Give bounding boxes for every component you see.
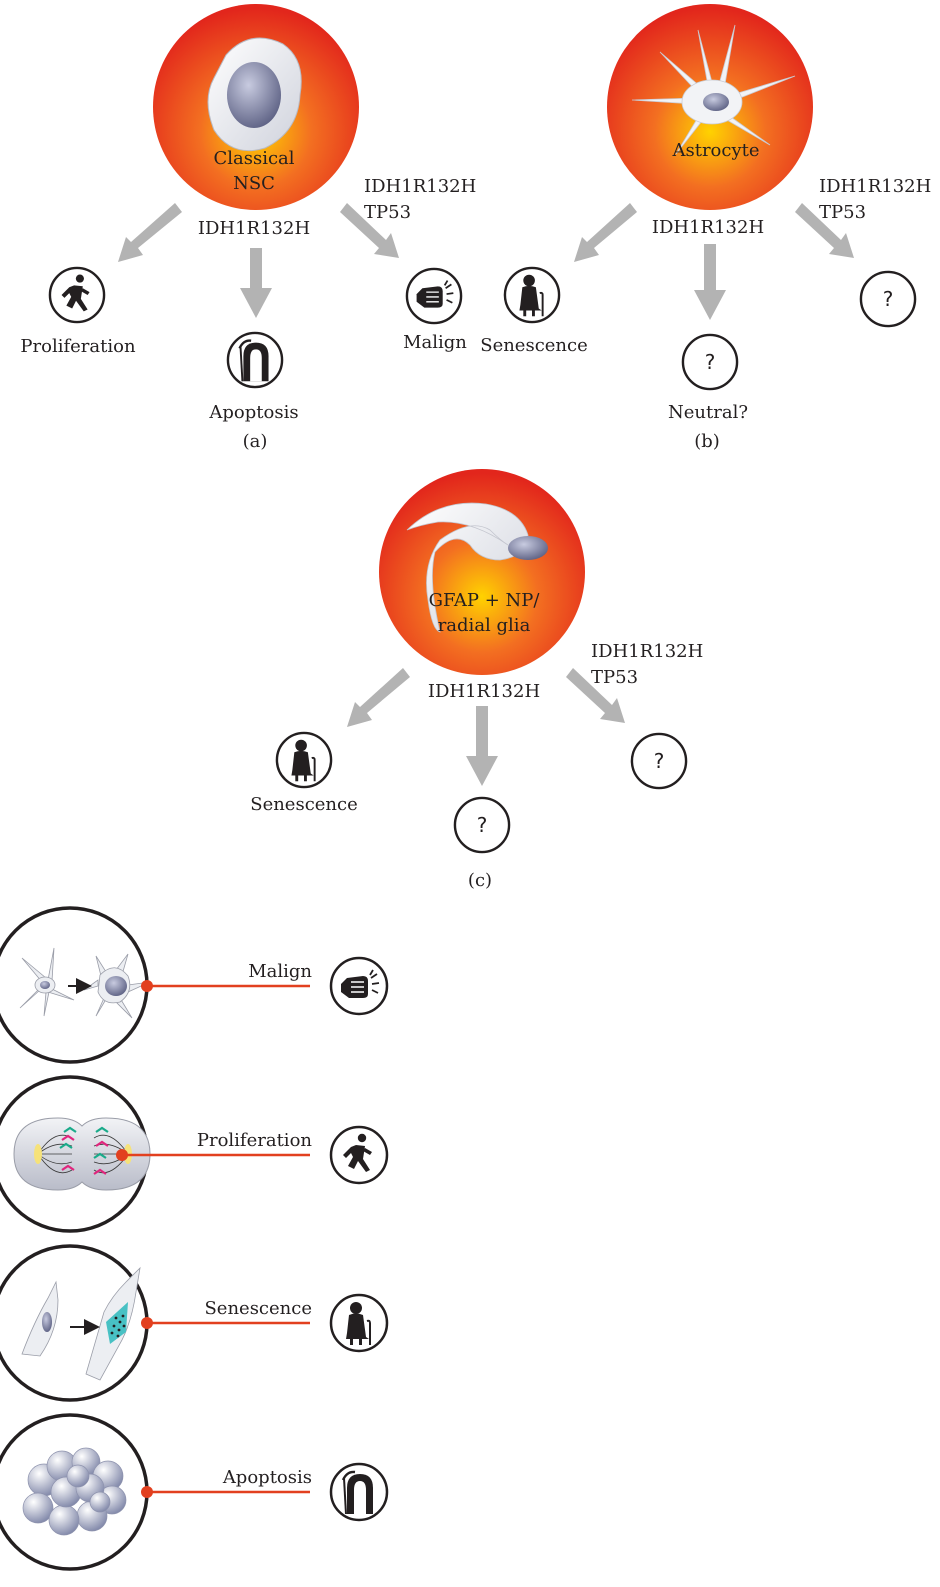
mutation-combo-line2: TP53	[364, 202, 411, 223]
outcome-left-label: Senescence	[480, 335, 588, 356]
cell-name-line2: NSC	[233, 173, 275, 194]
elderly-person-icon	[275, 731, 333, 789]
legend-label: Senescence	[204, 1298, 312, 1319]
elderly-person-icon	[503, 266, 561, 324]
panel-b: Astrocyte IDH1R132H IDH1R132H TP53 Senes…	[480, 4, 931, 452]
legend-label: Proliferation	[197, 1130, 313, 1151]
unknown-mark: ?	[705, 350, 716, 374]
mutation-label: IDH1R132H	[428, 681, 540, 702]
unknown-mark: ?	[477, 813, 488, 837]
arrow-down	[694, 244, 726, 320]
mutation-label: IDH1R132H	[652, 217, 764, 238]
legend-connector-dot	[141, 1486, 153, 1498]
panel-label: (c)	[468, 870, 492, 891]
arrow-left	[574, 203, 637, 262]
legend-row-proliferation: Proliferation	[0, 1075, 389, 1233]
panel-a: Classical NSC IDH1R132H IDH1R132H TP53 P…	[20, 4, 476, 452]
nsc-cell-illustration	[207, 37, 302, 152]
legend-connector-dot	[116, 1149, 128, 1161]
radial-glia-illustration	[406, 502, 548, 633]
outcome-right-label: Malign	[403, 332, 467, 353]
running-person-icon	[48, 266, 106, 324]
cell-glow-circle	[379, 469, 585, 675]
mutation-combo-line1: IDH1R132H	[819, 176, 931, 197]
unknown-mark: ?	[883, 287, 894, 311]
outcome-middle-label: Apoptosis	[208, 402, 298, 423]
legend-row-malign: Malign	[0, 906, 389, 1064]
running-person-icon	[329, 1125, 389, 1185]
fist-icon	[329, 956, 389, 1016]
outcome-left-label: Proliferation	[20, 336, 136, 357]
cell-name-line2: radial glia	[438, 615, 531, 636]
elderly-person-icon	[329, 1293, 389, 1353]
outcome-middle-label: Neutral?	[668, 402, 748, 423]
unknown-mark: ?	[654, 749, 665, 773]
outcome-left-label: Senescence	[250, 794, 358, 815]
legend-row-apoptosis: Apoptosis	[0, 1413, 389, 1571]
legend-label: Apoptosis	[222, 1467, 312, 1488]
arrow-down	[240, 248, 272, 318]
fist-icon	[405, 267, 463, 325]
mutation-combo-line2: TP53	[591, 667, 638, 688]
arrow-right	[340, 203, 399, 258]
mutation-combo-line1: IDH1R132H	[364, 176, 476, 197]
arrow-left	[347, 668, 410, 727]
mutation-combo-line1: IDH1R132H	[591, 641, 703, 662]
cell-name-line1: GFAP + NP/	[429, 590, 541, 611]
grim-reaper-icon	[329, 1462, 389, 1522]
legend-connector-dot	[141, 980, 153, 992]
arrow-right	[566, 668, 625, 723]
senescent-cell-illustration	[21, 1266, 141, 1381]
dividing-cell-illustration	[13, 1117, 151, 1191]
panel-label: (b)	[694, 431, 720, 452]
panel-label: (a)	[243, 431, 268, 452]
astrocyte-illustration	[631, 24, 796, 155]
grim-reaper-icon	[226, 331, 284, 389]
mutation-combo-line2: TP53	[819, 202, 866, 223]
panel-c: GFAP + NP/ radial glia IDH1R132H IDH1R13…	[250, 469, 703, 891]
cell-name-line1: Astrocyte	[671, 140, 759, 161]
legend-row-senescence: Senescence	[0, 1244, 389, 1402]
arrow-right	[795, 203, 854, 258]
apoptotic-cell-illustration	[22, 1447, 127, 1536]
cell-name-line1: Classical	[213, 148, 294, 169]
astrocyte-transformation-illustration	[19, 947, 151, 1019]
arrow-down	[466, 706, 498, 786]
legend-connector-dot	[141, 1317, 153, 1329]
legend-label: Malign	[248, 961, 312, 982]
arrow-left	[118, 203, 182, 262]
mutation-label: IDH1R132H	[198, 218, 310, 239]
